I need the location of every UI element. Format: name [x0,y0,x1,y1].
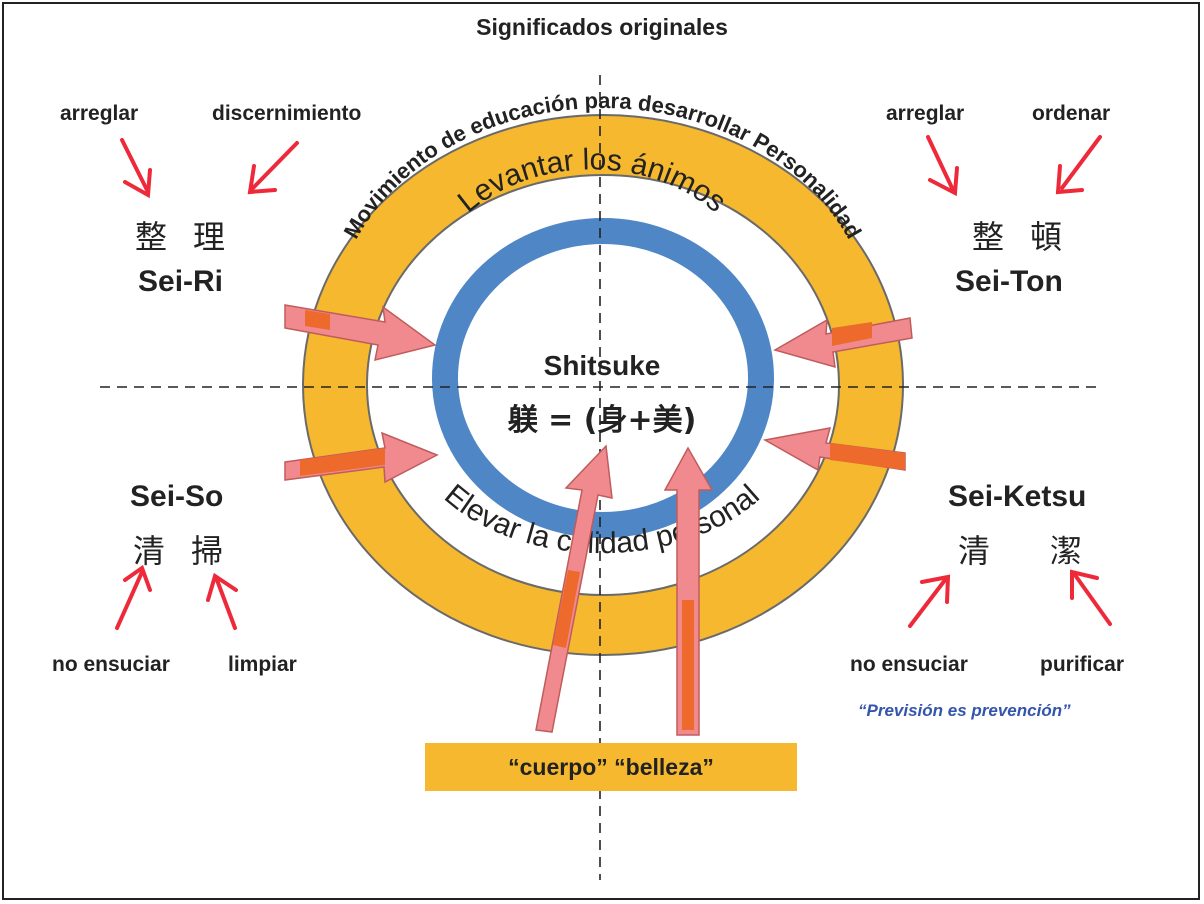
bottom-box [425,743,797,791]
seiso-name: Sei-So [130,480,224,513]
seiton-kanji: 整頓 [972,218,1089,256]
seiso-kanji: 清掃 [133,532,250,570]
seiton-name: Sei-Ton [955,265,1063,298]
seiketsu-word2: purificar [1040,653,1125,676]
seiri-word2: discernimiento [212,102,362,125]
arrow-seiketsu [762,427,906,472]
arrow-seiso [284,431,439,484]
arrow-seiri [284,304,437,362]
center-formula: 躾 = (身+美) [507,403,697,438]
bottom-box-text: “cuerpo” “belleza” [508,754,714,780]
seiketsu-name: Sei-Ketsu [948,480,1087,513]
seiketsu-word1: no ensuciar [850,653,968,676]
diagram-title: Significados originales [476,14,728,40]
seiso-word2: limpiar [228,653,297,676]
arrow-belleza [663,446,714,736]
seiton-word2: ordenar [1032,102,1111,125]
seiton-word1: arreglar [886,102,965,125]
seiri-name: Sei-Ri [138,265,224,298]
red-arrows [115,135,1112,630]
arrow-seiton [773,317,913,369]
seiketsu-kanji: 清潔 [958,532,1143,570]
seiri-word1: arreglar [60,102,139,125]
seiketsu-motto: “Previsión es prevención” [858,701,1071,720]
arrow-cuerpo [535,444,613,733]
center-label: Shitsuke [543,350,661,381]
seiso-word1: no ensuciar [52,653,170,676]
blue-ring [432,218,774,538]
seiri-kanji: 整理 [135,218,252,256]
